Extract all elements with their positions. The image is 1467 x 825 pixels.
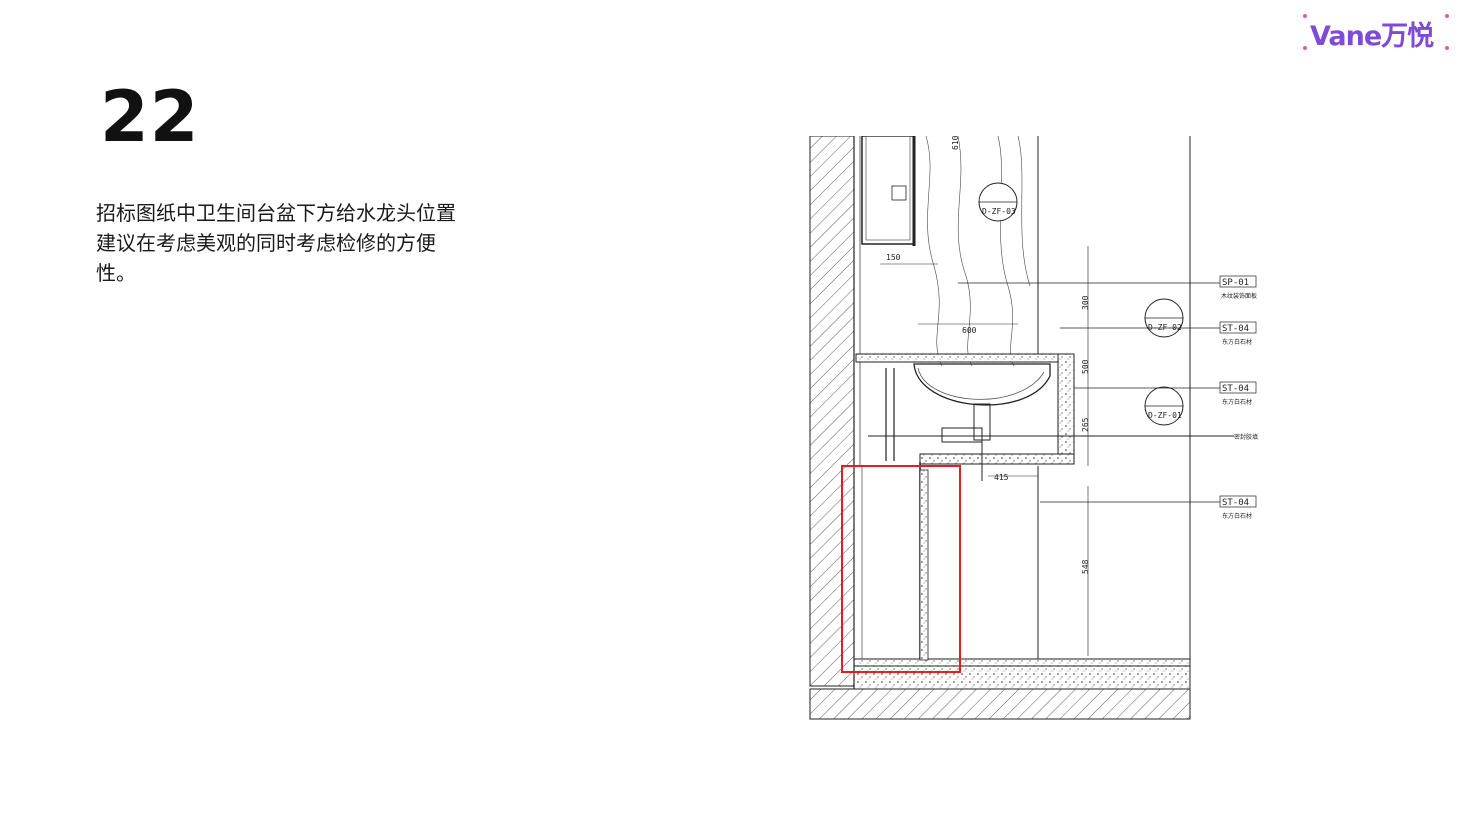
- brand-logo: Vane万悦: [1300, 12, 1452, 54]
- svg-text:D-ZF-01: D-ZF-01: [1148, 411, 1182, 420]
- wall-hatch: [809, 136, 855, 687]
- dim-label: 500: [1081, 359, 1090, 374]
- svg-text:东方白石材: 东方白石材: [1222, 512, 1252, 520]
- cad-section-drawing: 150 600 610 300 500 265 415 548 D-ZF-03 …: [809, 136, 1258, 720]
- logo-dot-icon: [1303, 14, 1307, 18]
- slide-number: 22: [100, 76, 200, 158]
- dim-label: 610: [951, 136, 960, 150]
- dim-label: 265: [1081, 417, 1090, 432]
- logo-dot-icon: [1445, 14, 1449, 18]
- svg-text:木纹装饰面板: 木纹装饰面板: [1221, 292, 1257, 300]
- svg-text:ST-04: ST-04: [1222, 324, 1249, 334]
- dim-label: 150: [886, 253, 901, 262]
- svg-text:D-ZF-02: D-ZF-02: [1148, 323, 1182, 332]
- svg-text:东方白石材: 东方白石材: [1222, 398, 1252, 406]
- section-marker: D-ZF-03: [978, 182, 1018, 222]
- logo-dot-icon: [1303, 46, 1307, 50]
- counter-top: [855, 353, 1075, 363]
- section-marker: D-ZF-01: [1144, 386, 1184, 426]
- svg-text:SP-01: SP-01: [1222, 278, 1249, 288]
- floor-finish: [853, 658, 1191, 690]
- svg-text:东方白石材: 东方白石材: [1222, 338, 1252, 346]
- basin: [913, 363, 1051, 406]
- slide-description: 招标图纸中卫生间台盆下方给水龙头位置建议在考虑美观的同时考虑检修的方便性。: [96, 201, 456, 285]
- logo-text: Vane万悦: [1310, 21, 1434, 52]
- logo-dot-icon: [1445, 46, 1449, 50]
- material-callout: ST-04 东方白石材: [1219, 381, 1257, 406]
- dim-label: 300: [1081, 295, 1090, 310]
- section-marker: D-ZF-02: [1144, 298, 1184, 338]
- material-callout: ST-04 东方白石材: [1219, 495, 1257, 520]
- material-callout: 密封胶填: [1234, 433, 1258, 441]
- svg-text:密封胶填: 密封胶填: [1234, 433, 1258, 441]
- floor-hatch: [809, 688, 1191, 720]
- material-callout: ST-04 东方白石材: [1219, 321, 1257, 346]
- dim-label: 415: [994, 473, 1009, 482]
- dim-label: 548: [1081, 559, 1090, 574]
- svg-text:ST-04: ST-04: [1222, 498, 1249, 508]
- material-callout: SP-01 木纹装饰面板: [1219, 275, 1257, 300]
- dim-label: 600: [962, 326, 977, 335]
- svg-text:D-ZF-03: D-ZF-03: [982, 207, 1016, 216]
- highlight-box: [841, 465, 961, 673]
- svg-text:ST-04: ST-04: [1222, 384, 1249, 394]
